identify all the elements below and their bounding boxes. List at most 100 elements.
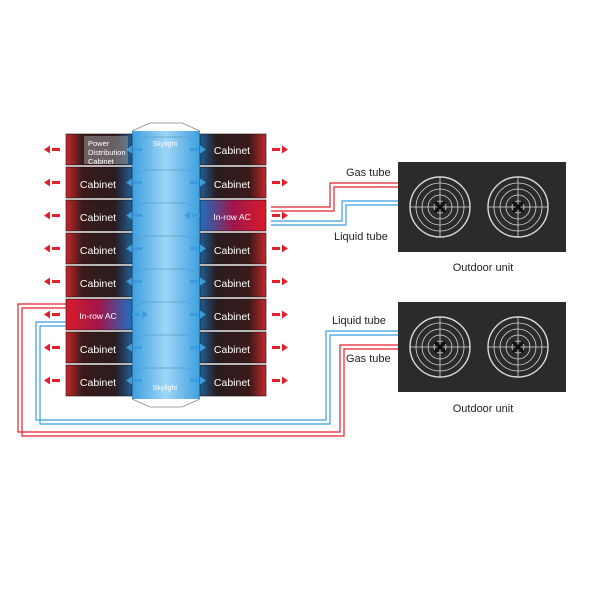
right-cabinet-8-label: Cabinet	[214, 377, 250, 389]
hot-arrow-left-5	[44, 277, 60, 286]
cold-arrow-right-6-head	[200, 310, 206, 319]
skylight-roof-bottom	[131, 398, 201, 408]
outdoor-units	[398, 162, 566, 392]
cold-arrow-from-left-ac	[132, 310, 148, 319]
left-cabinet-8-label: Cabinet	[80, 377, 116, 389]
hot-arrow-left-1-head	[44, 145, 50, 154]
cold-arrow-left-2	[126, 178, 142, 187]
piping	[17, 182, 398, 437]
cold-arrow-left-5-head	[126, 277, 132, 286]
hot-arrow-right-1	[272, 145, 288, 154]
skylight-top-label: Skylight	[153, 141, 178, 148]
unit-2-bottom-tube-label: Gas tube	[346, 353, 391, 365]
hot-arrow-left-6	[44, 310, 60, 319]
skylight-bottom-label: Skylight	[153, 385, 178, 392]
right-cabinet-2	[199, 166, 267, 199]
hot-arrow-left-1	[44, 145, 60, 154]
liquid-tube-1b	[271, 204, 398, 226]
hot-arrow-right-1-head	[282, 145, 288, 154]
cold-arrow-left-4	[126, 244, 142, 253]
hot-arrow-right-4-head	[282, 244, 288, 253]
left-cabinet-5	[65, 265, 133, 298]
hot-arrow-left-8-head	[44, 376, 50, 385]
cold-arrow-from-right-ac	[184, 211, 200, 220]
cold-arrow-left-8	[126, 376, 142, 385]
hot-arrow-left-2-head	[44, 178, 50, 187]
power-label-line-3: Cabinet	[88, 157, 115, 166]
fan-icon-1-2	[487, 176, 549, 238]
left-cabinet-2	[65, 166, 133, 199]
unit-1-bottom-tube-label: Liquid tube	[334, 231, 388, 243]
cold-arrow-left-5	[126, 277, 142, 286]
left-cabinet-4	[65, 232, 133, 265]
right-cabinet-6	[199, 298, 267, 331]
cold-arrow-left-2-head	[126, 178, 132, 187]
right-cabinet-1-label: Cabinet	[214, 145, 250, 157]
hot-arrow-right-8	[272, 376, 288, 385]
unit-2-label: Outdoor unit	[453, 403, 514, 415]
power-label-line-2: Distribution	[88, 148, 126, 157]
hot-arrow-right-7-head	[282, 343, 288, 352]
liquid-tube-2b	[39, 325, 398, 425]
fan-icon-2-2	[487, 316, 549, 378]
cold-arrow-from-right-ac-head	[184, 211, 190, 220]
hot-arrow-right-6	[272, 310, 288, 319]
left-cabinet-4-label: Cabinet	[80, 245, 116, 257]
hot-arrow-right-6-head	[282, 310, 288, 319]
cold-arrow-right-7-head	[200, 343, 206, 352]
cold-arrow-right-2-head	[200, 178, 206, 187]
left-cabinet-7	[65, 331, 133, 364]
cold-arrow-right-8	[190, 376, 206, 385]
left-cabinet-8	[65, 364, 133, 397]
gas-tube-2b	[21, 307, 398, 437]
left-cabinet-2-label: Cabinet	[80, 179, 116, 191]
right-cabinet-8	[199, 364, 267, 397]
left-inrow-ac-label: In-row AC	[79, 311, 116, 321]
right-cabinet-5	[199, 265, 267, 298]
skylight-slat-4	[133, 235, 199, 241]
cold-arrow-right-1	[190, 145, 206, 154]
unit-1-top-tube-label: Gas tube	[346, 167, 391, 179]
fan-hub	[511, 200, 525, 214]
outdoor-unit-2	[398, 302, 566, 392]
right-cabinet-3	[199, 199, 267, 232]
cold-arrow-right-4-head	[200, 244, 206, 253]
hot-arrow-right-3	[272, 211, 288, 220]
hot-arrow-right-2-head	[282, 178, 288, 187]
hot-arrow-left-6-head	[44, 310, 50, 319]
fan-hub	[511, 340, 525, 354]
skylight-slat-3	[133, 202, 199, 208]
right-inrow-ac-label: In-row AC	[213, 212, 250, 222]
hot-arrow-right-7	[272, 343, 288, 352]
right-cabinet-1	[199, 133, 267, 166]
hot-arrow-right-8-head	[282, 376, 288, 385]
skylight-slat-7	[133, 334, 199, 340]
cold-arrow-right-7	[190, 343, 206, 352]
cold-arrow-left-3-head	[126, 211, 132, 220]
left-cabinet-3-label: Cabinet	[80, 212, 116, 224]
fan-icon-1-1	[409, 176, 471, 238]
cold-arrow-right-4	[190, 244, 206, 253]
cold-arrow-from-left-ac-head	[142, 310, 148, 319]
skylight-roof-top	[131, 122, 201, 132]
liquid-tube-1	[271, 200, 398, 222]
fan-hub	[433, 200, 447, 214]
cold-arrow-right-8-head	[200, 376, 206, 385]
hot-arrow-right-4	[272, 244, 288, 253]
hot-arrow-right-2	[272, 178, 288, 187]
right-cabinet-4	[199, 232, 267, 265]
cold-arrow-right-2	[190, 178, 206, 187]
fan-icon-2-1	[409, 316, 471, 378]
liquid-tube-2	[35, 321, 398, 421]
gas-tube-2	[17, 303, 398, 433]
hot-arrow-left-3-head	[44, 211, 50, 220]
hot-arrow-left-3	[44, 211, 60, 220]
cold-aisle	[132, 131, 200, 399]
hot-arrow-right-3-head	[282, 211, 288, 220]
unit-1-label: Outdoor unit	[453, 262, 514, 274]
cold-arrow-right-5	[190, 277, 206, 286]
hot-arrow-left-4	[44, 244, 60, 253]
hot-arrow-left-4-head	[44, 244, 50, 253]
cold-arrow-left-1-head	[126, 145, 132, 154]
